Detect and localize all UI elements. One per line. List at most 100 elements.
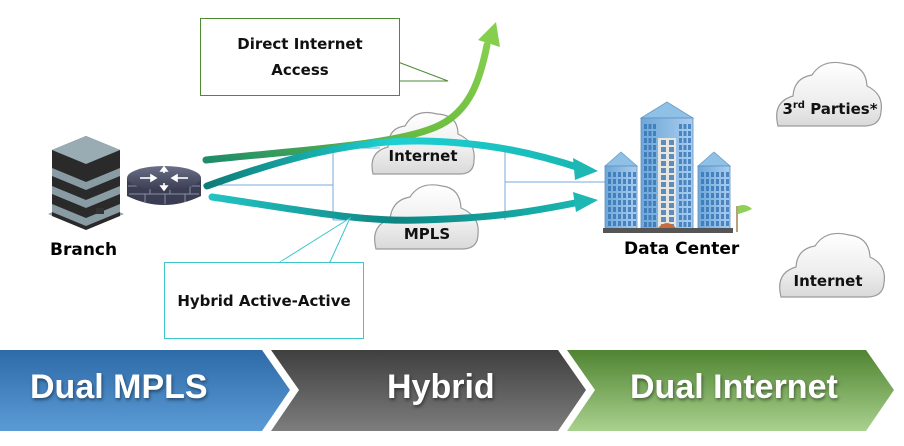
building-window [608, 214, 611, 219]
router-firewall-icon [127, 165, 201, 205]
mpls-path-arrow [208, 192, 598, 224]
building-window [623, 207, 626, 212]
chevron-dual-mpls-label: Dual MPLS [30, 368, 208, 406]
building-window [706, 207, 709, 212]
building-window [726, 179, 729, 184]
building-window [683, 222, 687, 227]
building-window [608, 207, 611, 212]
building-window [648, 208, 652, 213]
building-window [648, 215, 652, 220]
building-window [633, 172, 636, 177]
branch-building-icon [48, 136, 124, 230]
third-parties-base: 3 [782, 100, 793, 118]
building-window [613, 221, 616, 226]
building-window [644, 173, 647, 178]
building-window [669, 210, 674, 215]
building-window [683, 194, 687, 199]
building-window [706, 179, 709, 184]
building-window [653, 187, 656, 192]
building-window [683, 138, 687, 143]
building-window [683, 208, 687, 213]
building-window [726, 200, 729, 205]
building-window [726, 207, 729, 212]
third-parties-cloud-label: 3rd Parties* [776, 100, 884, 118]
building-window [716, 221, 719, 226]
building-window [613, 179, 616, 184]
building-window [716, 207, 719, 212]
building-window [721, 186, 724, 191]
building-window [711, 214, 714, 219]
building-window [706, 193, 709, 198]
building-window [653, 201, 656, 206]
building-window [669, 154, 674, 159]
building-window [644, 222, 647, 227]
building-window [711, 172, 714, 177]
internet-path-arrow [203, 137, 598, 190]
building-window [679, 159, 682, 164]
building-window [711, 193, 714, 198]
building-window [618, 172, 621, 177]
data-center-label: Data Center [624, 239, 740, 259]
building-window [623, 214, 626, 219]
chevron-bar [0, 350, 894, 431]
building-window [633, 186, 636, 191]
direct-internet-callout: Direct Internet Access [200, 18, 400, 96]
building-window [628, 193, 631, 198]
building-window [701, 186, 704, 191]
building-window [679, 201, 682, 206]
building-window [628, 200, 631, 205]
chevron-dual-mpls [0, 350, 290, 431]
building-window [716, 172, 719, 177]
building-window [688, 208, 691, 213]
building-window [628, 172, 631, 177]
building-window [653, 124, 656, 129]
building-window [648, 138, 652, 143]
building-window [661, 147, 666, 152]
building-window [608, 179, 611, 184]
building-window [608, 193, 611, 198]
building-window [618, 214, 621, 219]
building-window [648, 159, 652, 164]
building-window [711, 186, 714, 191]
building-window [701, 172, 704, 177]
building-window [688, 201, 691, 206]
chevron-hybrid-label: Hybrid [387, 368, 495, 406]
building-window [653, 208, 656, 213]
building-window [633, 200, 636, 205]
building-window [644, 201, 647, 206]
building-window [683, 166, 687, 171]
building-window [683, 159, 687, 164]
direct-internet-arrow [202, 22, 500, 164]
chevron-dual-internet [567, 350, 894, 431]
building-window [623, 221, 626, 226]
building-window [716, 179, 719, 184]
building-window [711, 207, 714, 212]
internet-cloud-right [779, 232, 886, 298]
building-window [716, 214, 719, 219]
building-window [679, 131, 682, 136]
building-window [701, 200, 704, 205]
building-window [669, 168, 674, 173]
building-window [721, 214, 724, 219]
hybrid-callout-text: Hybrid Active-Active [177, 291, 351, 310]
building-window [613, 172, 616, 177]
building-window [683, 201, 687, 206]
building-window [683, 173, 687, 178]
building-window [623, 179, 626, 184]
building-window [633, 207, 636, 212]
building-window [644, 145, 647, 150]
chevron-dual-internet-label: Dual Internet [630, 368, 838, 406]
building-window [648, 173, 652, 178]
building-window [688, 152, 691, 157]
building-window [716, 186, 719, 191]
building-window [679, 124, 682, 129]
building-window [661, 210, 666, 215]
hybrid-callout-pointer [278, 216, 352, 263]
building-window [613, 200, 616, 205]
building-window [661, 217, 666, 222]
building-window [679, 194, 682, 199]
building-window [683, 131, 687, 136]
building-window [669, 203, 674, 208]
building-window [608, 186, 611, 191]
building-window [661, 196, 666, 201]
